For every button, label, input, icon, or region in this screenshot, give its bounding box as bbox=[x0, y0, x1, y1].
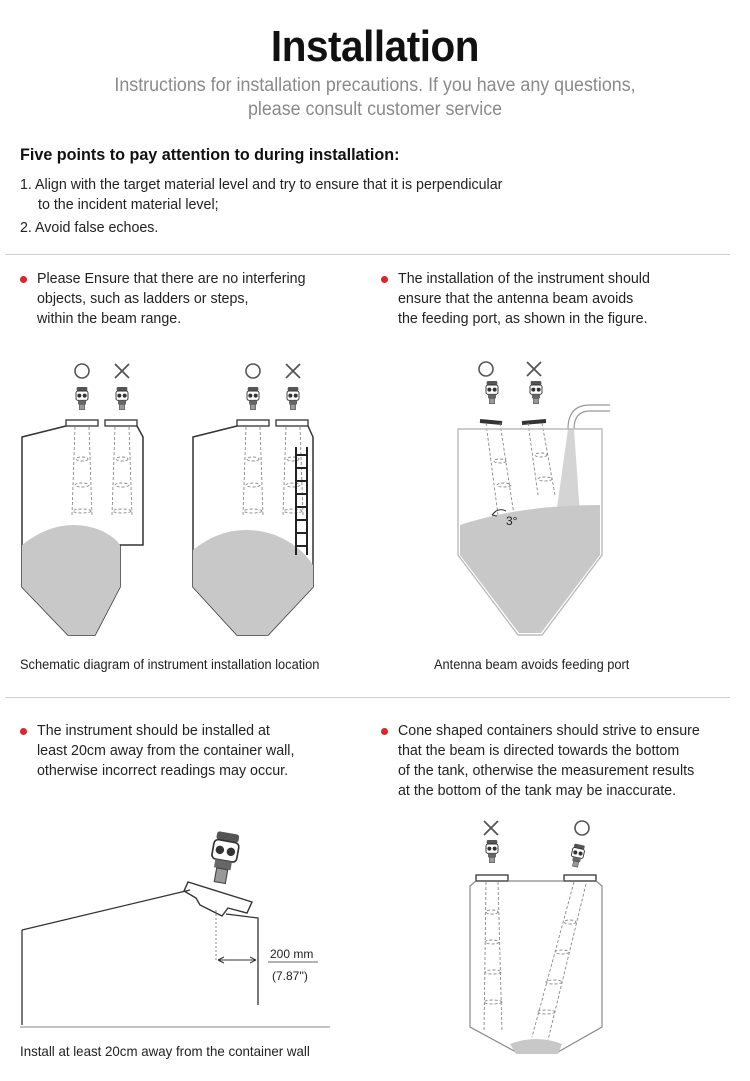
radar-level-sensor-icon bbox=[75, 387, 89, 411]
correct-circle-icon bbox=[574, 820, 590, 836]
wall-distance-diagram: 200 mm (7.87'') bbox=[20, 831, 330, 1028]
radar-level-sensor-icon bbox=[115, 387, 129, 411]
page-subtitle: Instructions for installation precaution… bbox=[23, 74, 728, 122]
point-1-line-2: to the incident material level; bbox=[38, 196, 219, 213]
tank-step-diagram bbox=[21, 363, 144, 636]
caption-wall-distance: Install at least 20cm away from the cont… bbox=[20, 1043, 310, 1059]
cone-line-1: Cone shaped containers should strive to … bbox=[398, 722, 700, 739]
radar-level-sensor-icon bbox=[568, 842, 587, 869]
radar-level-sensor-icon bbox=[211, 831, 240, 885]
cone-line-2: that the beam is directed towards the bo… bbox=[398, 742, 680, 759]
cone-line-4: at the bottom of the tank may be inaccur… bbox=[398, 782, 677, 799]
wrong-cross-icon bbox=[526, 361, 542, 377]
points-heading: Five points to pay attention to during i… bbox=[20, 145, 400, 164]
bullet-dot-icon bbox=[20, 728, 27, 735]
subtitle-line-2: please consult customer service bbox=[247, 99, 503, 120]
subtitle-line-1: Instructions for installation precaution… bbox=[114, 75, 636, 96]
radar-level-sensor-icon bbox=[286, 387, 300, 411]
radar-level-sensor-icon bbox=[529, 381, 543, 405]
wall-line-2: least 20cm away from the container wall, bbox=[37, 742, 295, 759]
angle-label: 3° bbox=[506, 514, 518, 528]
caption-feeding-port: Antenna beam avoids feeding port bbox=[434, 657, 630, 672]
feeding-line-3: the feeding port, as shown in the figure… bbox=[398, 310, 648, 327]
interfering-line-3: within the beam range. bbox=[37, 310, 182, 327]
feeding-line-2: ensure that the antenna beam avoids bbox=[398, 290, 634, 307]
correct-circle-icon bbox=[245, 363, 261, 379]
radar-level-sensor-icon bbox=[246, 387, 260, 411]
point-2: 2. Avoid false echoes. bbox=[20, 219, 159, 236]
cone-line-3: of the tank, otherwise the measurement r… bbox=[398, 762, 695, 779]
bullet-dot-icon bbox=[20, 276, 27, 283]
wrong-cross-icon bbox=[483, 820, 499, 836]
distance-mm-label: 200 mm bbox=[270, 947, 313, 961]
interfering-line-1: Please Ensure that there are no interfer… bbox=[37, 270, 306, 287]
page-title: Installation bbox=[270, 22, 480, 71]
wrong-cross-icon bbox=[114, 363, 130, 379]
radar-level-sensor-icon bbox=[485, 381, 499, 405]
feeding-line-1: The installation of the instrument shoul… bbox=[398, 270, 650, 287]
caption-installation-location: Schematic diagram of instrument installa… bbox=[20, 657, 320, 672]
divider-2 bbox=[5, 697, 730, 698]
correct-circle-icon bbox=[74, 363, 90, 379]
bullet-dot-icon bbox=[381, 276, 388, 283]
divider-1 bbox=[5, 254, 730, 255]
wall-line-1: The instrument should be installed at bbox=[37, 722, 270, 739]
interfering-line-2: objects, such as ladders or steps, bbox=[37, 290, 249, 307]
ladder-icon bbox=[295, 447, 308, 555]
feeding-port-diagram: 3° bbox=[457, 361, 610, 636]
bullet-dot-icon bbox=[381, 728, 388, 735]
wall-line-3: otherwise incorrect readings may occur. bbox=[37, 762, 289, 779]
cone-tank-diagram bbox=[469, 820, 603, 1054]
wrong-cross-icon bbox=[285, 363, 301, 379]
correct-circle-icon bbox=[478, 361, 494, 377]
point-1-line-1: 1. Align with the target material level … bbox=[20, 176, 503, 193]
tank-ladder-diagram bbox=[192, 363, 314, 636]
radar-level-sensor-icon bbox=[485, 840, 499, 864]
distance-inch-label: (7.87'') bbox=[272, 969, 308, 983]
